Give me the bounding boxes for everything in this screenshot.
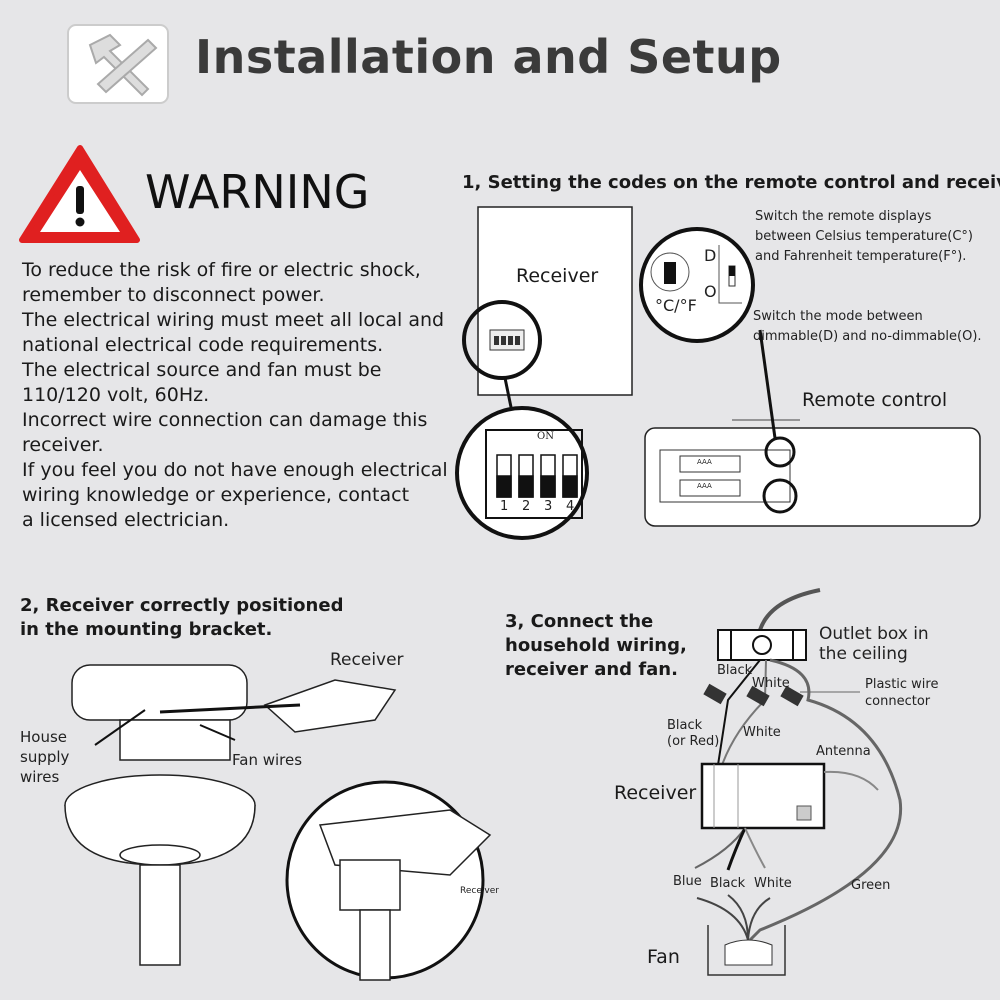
note-line: between Celsius temperature(C°) — [755, 229, 973, 244]
cf-label: °C/°F — [655, 296, 697, 315]
warning-line: If you feel you do not have enough elect… — [22, 459, 448, 481]
title-line: in the mounting bracket. — [20, 619, 273, 640]
warning-text: To reduce the risk of fire or electric s… — [22, 258, 452, 533]
note-dimmable-mode: Switch the mode between dimmable(D) and … — [753, 307, 982, 347]
note-line: and Fahrenheit temperature(F°). — [755, 249, 967, 264]
note-line: Switch the mode between — [753, 309, 923, 324]
white-wire-label: White — [754, 876, 792, 891]
step1-title: 1, Setting the codes on the remote contr… — [462, 172, 1000, 193]
warning-line: Incorrect wire connection can damage thi… — [22, 409, 428, 431]
warning-line: The electrical source and fan must be — [22, 359, 382, 381]
dip-number: 3 — [544, 499, 553, 514]
receiver-label: Receiver — [614, 782, 697, 804]
fan-label: Fan — [647, 946, 680, 968]
warning-line: The electrical wiring must meet all loca… — [22, 309, 445, 331]
black-wire-label: Black — [710, 876, 746, 891]
inset-receiver-label: Receiver — [460, 886, 499, 896]
remote-switch-zoom — [639, 227, 755, 343]
note-line: dimmable(D) and no-dimmable(O). — [753, 329, 982, 344]
warning-heading: WARNING — [145, 165, 370, 219]
o-label: O — [704, 282, 717, 301]
page-title: Installation and Setup — [195, 30, 782, 84]
receiver-label: Receiver — [330, 650, 404, 670]
dip-number: 4 — [566, 499, 575, 514]
dip-number: 2 — [522, 499, 531, 514]
label-line: Black — [667, 718, 703, 733]
title-line: household wiring, — [505, 635, 687, 656]
step3-title: 3, Connect the household wiring, receive… — [505, 610, 687, 682]
battery-label: AAA — [697, 458, 712, 466]
label-line: House — [20, 728, 68, 746]
label-line: the ceiling — [819, 644, 908, 664]
remote-control-label: Remote control — [802, 389, 948, 411]
fan-wires-label: Fan wires — [232, 751, 303, 769]
receiver-label: Receiver — [516, 265, 599, 287]
white-wire-label: White — [743, 725, 781, 740]
tools-icon — [67, 24, 169, 104]
label-line: Plastic wire — [865, 677, 939, 692]
note-celsius-fahrenheit: Switch the remote displays between Celsi… — [755, 207, 973, 267]
label-line: Outlet box in — [819, 624, 929, 644]
label-line: (or Red) — [667, 734, 720, 749]
warning-triangle-icon — [19, 145, 140, 243]
title-line: 2, Receiver correctly positioned — [20, 595, 344, 616]
black-or-red-label: Black (or Red) — [667, 718, 719, 750]
dip-number: 1 — [500, 499, 509, 514]
warning-line: a licensed electrician. — [22, 509, 230, 531]
battery-label: AAA — [697, 482, 712, 490]
outlet-box-label: Outlet box in the ceiling — [819, 624, 929, 664]
blue-wire-label: Blue — [673, 874, 702, 889]
warning-line: receiver. — [22, 434, 104, 456]
label-line: connector — [865, 694, 931, 709]
wiring-diagram — [694, 588, 903, 976]
warning-line: 110/120 volt, 60Hz. — [22, 384, 210, 406]
label-line: wires — [20, 768, 60, 786]
label-line: supply — [20, 748, 70, 766]
antenna-label: Antenna — [816, 744, 871, 759]
warning-line: To reduce the risk of fire or electric s… — [22, 259, 421, 281]
white-wire-top-label: White — [752, 676, 790, 691]
green-wire-label: Green — [851, 878, 891, 893]
remote-control-body — [644, 427, 981, 527]
black-wire-top-label: Black — [717, 663, 753, 678]
warning-line: national electrical code requirements. — [22, 334, 384, 356]
d-label: D — [704, 246, 717, 265]
plastic-wire-connector-label: Plastic wire connector — [865, 676, 938, 710]
mounting-bracket-drawing — [64, 664, 397, 966]
house-supply-wires-label: House supply wires — [20, 727, 69, 787]
warning-line: remember to disconnect power. — [22, 284, 325, 306]
title-line: receiver and fan. — [505, 659, 678, 680]
warning-line: wiring knowledge or experience, contact — [22, 484, 410, 506]
title-line: 3, Connect the — [505, 611, 654, 632]
note-line: Switch the remote displays — [755, 209, 932, 224]
step2-title: 2, Receiver correctly positioned in the … — [20, 594, 343, 642]
dip-on-label: ON — [537, 431, 554, 442]
